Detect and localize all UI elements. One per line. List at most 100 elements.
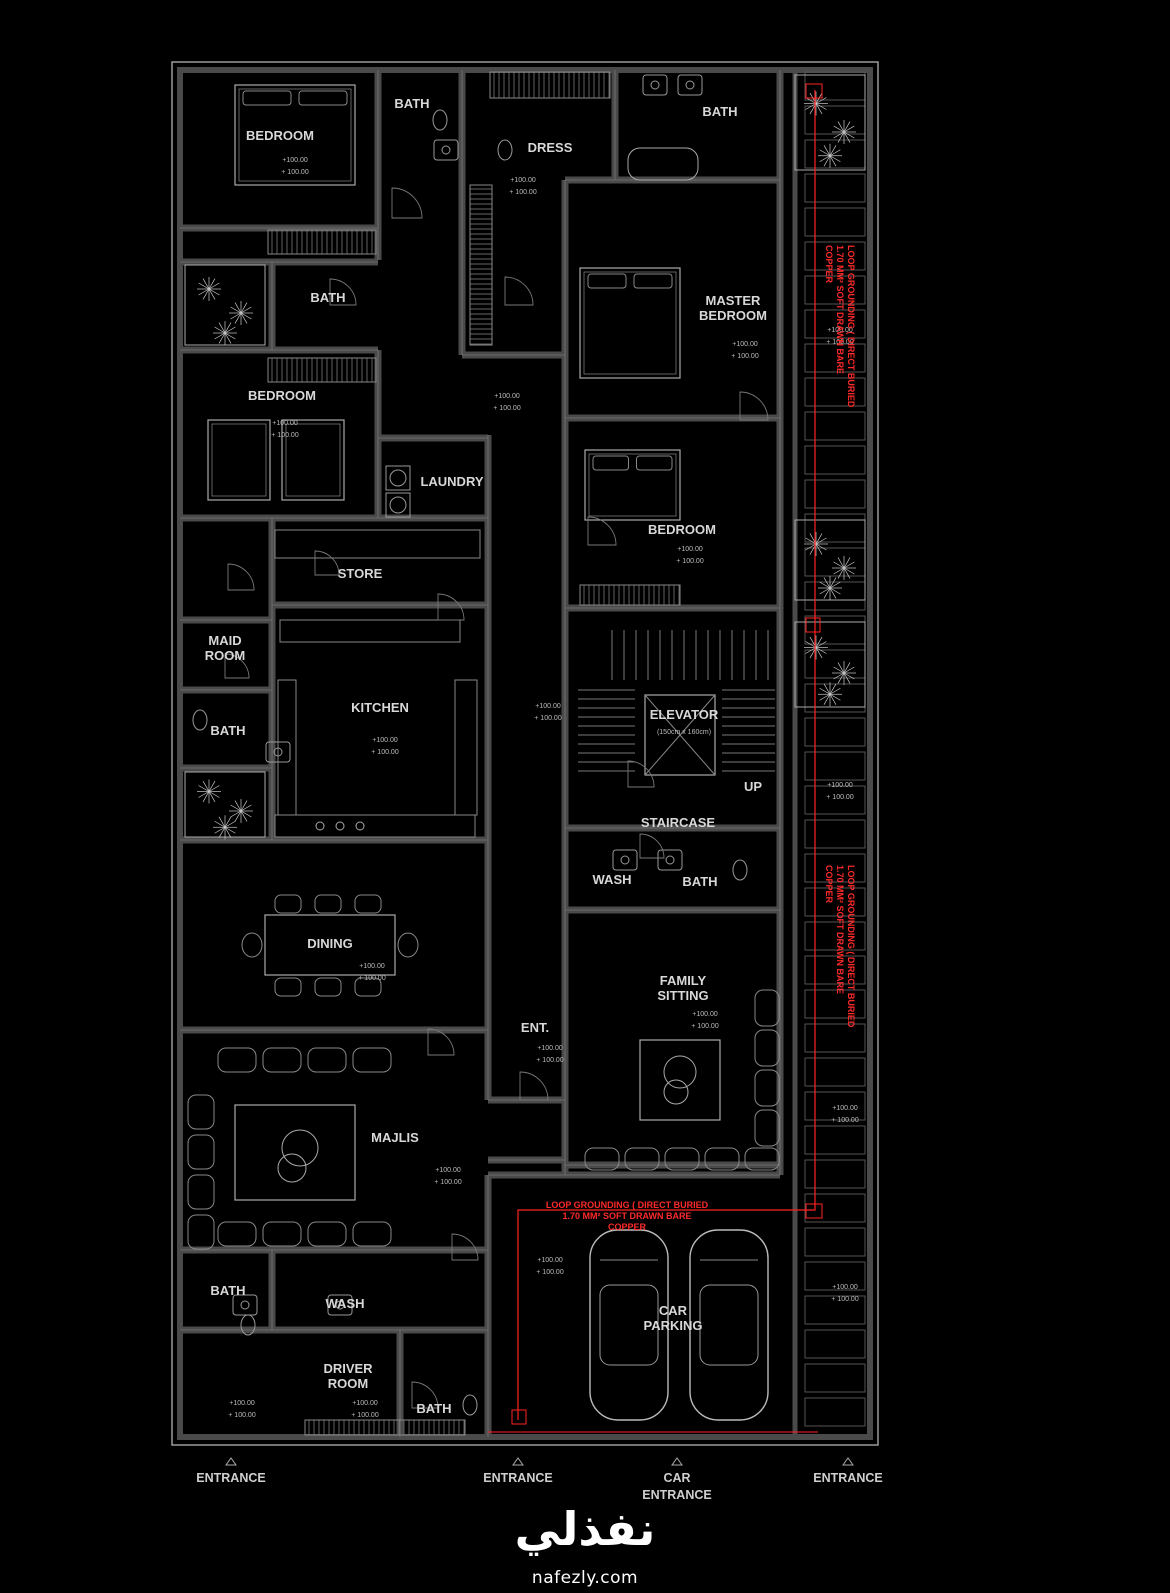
bed-bedroom-3b-mattress xyxy=(285,423,341,497)
strip-cell xyxy=(804,887,866,917)
planter-left-top-leaf xyxy=(208,288,216,300)
planter-left-top-leaf xyxy=(224,332,236,340)
planter-right-1-leaf xyxy=(829,149,841,157)
washer xyxy=(385,492,411,518)
planter-right-1-leaf xyxy=(819,149,831,157)
sink xyxy=(232,1294,258,1316)
door-swing xyxy=(391,187,423,219)
majlis-seat xyxy=(187,1094,215,1130)
planter-right-1-leaf xyxy=(819,155,831,163)
bed-bedroom-1-pillow xyxy=(298,90,348,106)
closet-bedroom-3 xyxy=(267,357,377,383)
planter-right-3-leaf xyxy=(819,687,831,695)
planter-left-bottom-leaf xyxy=(198,791,210,798)
room-label-family-sitting: SITTING xyxy=(657,988,708,1003)
planter-right-1-leaf xyxy=(829,145,837,156)
bed-master-mattress xyxy=(583,271,677,375)
planter-right-1-leaf xyxy=(843,131,851,143)
strip-cell xyxy=(804,1091,866,1121)
door-swing xyxy=(504,276,534,306)
planter-right-2-leaf xyxy=(805,537,817,545)
dining-chair xyxy=(274,977,302,997)
room-label-bedroom-3: BEDROOM xyxy=(248,388,316,403)
majlis-seat xyxy=(262,1221,302,1247)
room-label-bath-3: BATH xyxy=(310,290,345,305)
planter-left-bottom-leaf xyxy=(240,800,248,812)
planter-left-top-leaf xyxy=(208,282,220,290)
dining-chair xyxy=(354,977,382,997)
level-mark: + 100.00 xyxy=(536,1269,564,1276)
planter-right-3-leaf xyxy=(823,683,831,695)
level-mark: +100.00 xyxy=(435,1167,461,1174)
stove-burner xyxy=(335,821,345,831)
kitchen-counter-top xyxy=(279,619,461,643)
planter-left-bottom-leaf xyxy=(224,826,236,834)
room-label-bath-6: BATH xyxy=(210,1283,245,1298)
strip-cell xyxy=(804,1397,866,1427)
strip-cell xyxy=(804,819,866,849)
washer-drum xyxy=(389,496,407,514)
planter-right-3-leaf xyxy=(815,647,827,654)
door-swing xyxy=(739,391,769,421)
room-label-car-parking: CAR xyxy=(659,1303,688,1318)
planter-right-2-leaf xyxy=(815,537,827,545)
toilet xyxy=(192,709,208,731)
level-mark: +100.00 xyxy=(677,546,703,553)
bed-bedroom-2-pillow xyxy=(636,455,673,471)
strip-cell xyxy=(804,275,866,305)
outer-boundary xyxy=(171,61,879,1446)
planter-left-bottom-leaf xyxy=(224,827,232,838)
door-swing xyxy=(427,1028,455,1056)
room-label-ent: ENT. xyxy=(521,1020,549,1035)
entrance-label-car-entrance: CAR xyxy=(663,1471,690,1485)
closet-dress-frame xyxy=(469,184,493,346)
planter-right-1-leaf xyxy=(843,121,851,133)
planter-left-bottom-leaf xyxy=(240,810,252,818)
entrance-arrow-entrance-left xyxy=(225,1457,237,1466)
level-mark: +100.00 xyxy=(537,1045,563,1052)
level-mark: +100.00 xyxy=(832,1105,858,1112)
strip-cell xyxy=(804,785,866,815)
sink xyxy=(612,849,638,871)
stove-burner xyxy=(355,821,365,831)
room-label-bath-5: BATH xyxy=(682,874,717,889)
bed-bedroom-1-pillow xyxy=(242,90,292,106)
planter-left-top-leaf xyxy=(198,282,210,290)
bed-master-pillow xyxy=(633,273,673,289)
sink xyxy=(677,74,703,96)
planter-right-2-leaf xyxy=(843,561,855,569)
sink-drain xyxy=(441,145,451,155)
majlis-seat xyxy=(217,1221,257,1247)
room-label-driver-room: ROOM xyxy=(328,1376,368,1391)
closet-driver-frame xyxy=(304,1419,466,1436)
family-table xyxy=(639,1039,721,1121)
grounding-note-line: 1.70 MM² SOFT DRAWN BARE xyxy=(835,865,845,994)
level-mark: + 100.00 xyxy=(371,749,399,756)
planter-right-1-leaf xyxy=(833,131,845,139)
planter-left-bottom-leaf xyxy=(218,827,226,838)
strip-cell xyxy=(804,1261,866,1291)
bed-bedroom-2 xyxy=(584,449,681,521)
planter-left-bottom xyxy=(184,771,266,840)
level-mark: + 100.00 xyxy=(831,1117,859,1124)
strip-cell xyxy=(804,411,866,441)
strip-cell xyxy=(804,309,866,339)
dining-chair xyxy=(397,932,419,958)
majlis-ornament xyxy=(281,1129,319,1167)
planter-left-bottom-leaf xyxy=(234,810,242,822)
bed-bedroom-1-frame xyxy=(234,84,356,186)
planter-right-3-leaf xyxy=(837,672,845,684)
room-label-kitchen: KITCHEN xyxy=(351,700,409,715)
level-mark: +100.00 xyxy=(272,420,298,427)
room-label-store: STORE xyxy=(338,566,383,581)
level-mark: +100.00 xyxy=(692,1011,718,1018)
planter-left-bottom-leaf xyxy=(240,810,248,822)
planter-right-1-leaf xyxy=(815,103,827,110)
family-seat xyxy=(754,1029,780,1067)
planter-left-top-leaf xyxy=(224,322,232,334)
dining-chair xyxy=(314,977,342,997)
majlis-seat xyxy=(187,1174,215,1210)
room-label-bath-4: BATH xyxy=(210,723,245,738)
